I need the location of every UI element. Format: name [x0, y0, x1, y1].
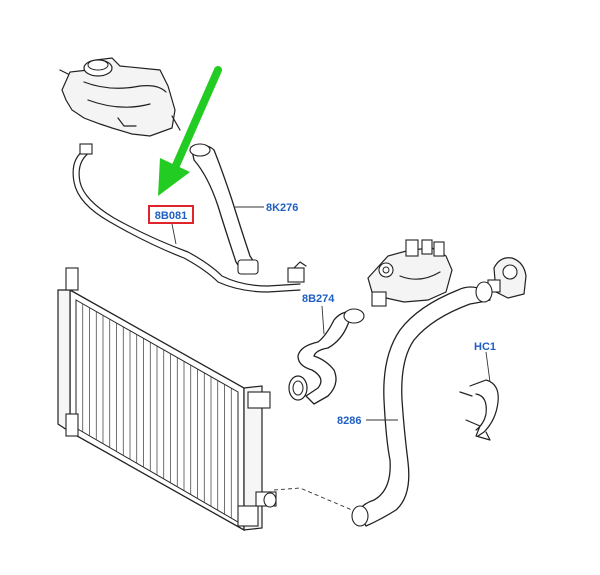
label-8k276[interactable]: 8K276: [266, 202, 298, 214]
label-hc1[interactable]: HC1: [474, 341, 496, 353]
label-8b081[interactable]: 8B081: [155, 210, 187, 222]
routing-dashed-line: [273, 487, 353, 511]
pipe-8b081[interactable]: [72, 143, 307, 293]
leader-lines: [171, 206, 491, 421]
hose-8b274[interactable]: [288, 308, 365, 405]
radiator[interactable]: [57, 267, 277, 532]
outlet-housing[interactable]: [487, 257, 527, 299]
radiator-fins: [82, 303, 232, 519]
pointer-arrow-icon: [158, 66, 222, 196]
clip-hc1[interactable]: [459, 379, 499, 441]
thermostat-housing[interactable]: [367, 239, 453, 307]
label-8b274[interactable]: 8B274: [302, 293, 335, 305]
label-8286[interactable]: 8286: [337, 415, 361, 427]
expansion-tank: [59, 57, 181, 137]
hose-8k276[interactable]: [189, 143, 259, 275]
highlight-box: [148, 205, 194, 224]
hose-8286[interactable]: [351, 281, 493, 527]
